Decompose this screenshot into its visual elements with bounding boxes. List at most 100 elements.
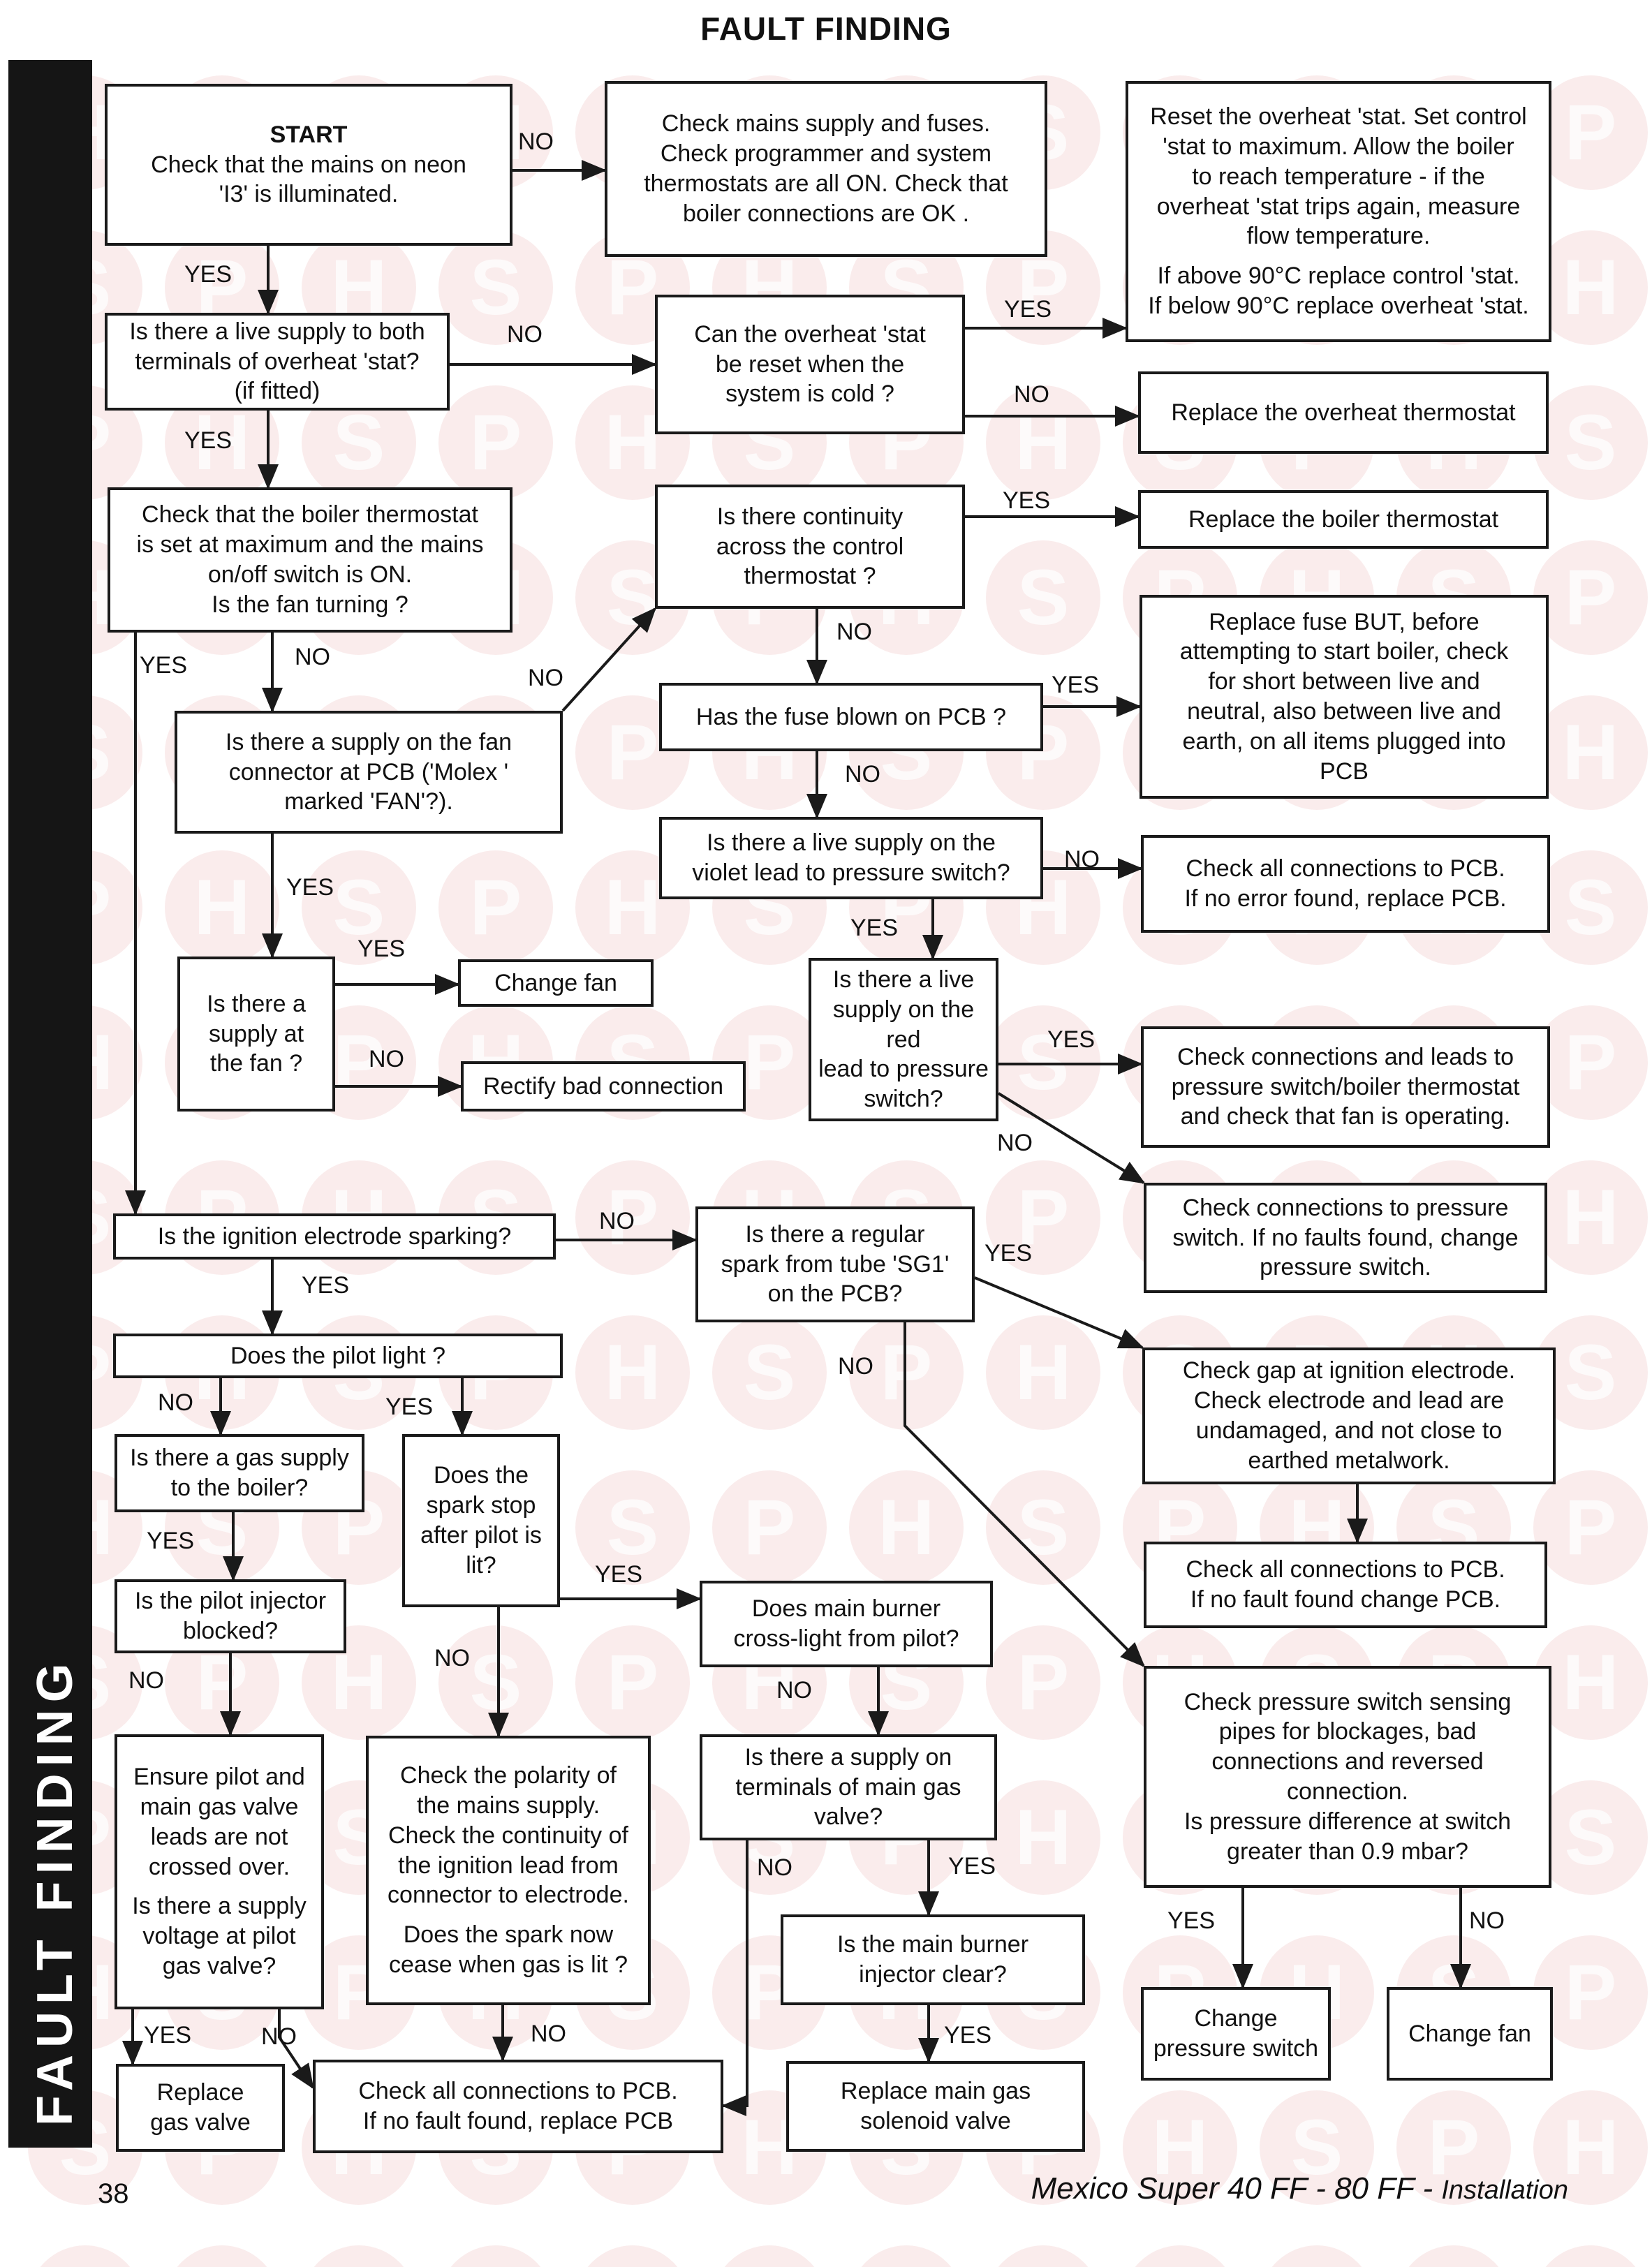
svg-text:P: P (59, 2259, 112, 2267)
node-change-pressure-switch: Change pressure switch (1141, 1987, 1331, 2081)
change-fan-2-text: Change fan (1408, 2020, 1531, 2047)
label-yes: YES (1047, 1026, 1096, 1053)
svg-text:H: H (605, 1329, 661, 1416)
pressure-pipes-text: Check pressure switch sensing pipes for … (1183, 1688, 1512, 1865)
label-yes: YES (1167, 1907, 1216, 1934)
connector-arrow (974, 1276, 1144, 1349)
svg-text:P: P (1565, 554, 1617, 641)
pilot-injector-text: Is the pilot injector blocked? (134, 1588, 327, 1644)
check-polarity-text: Check the polarity of the mains supply. … (388, 1762, 629, 1909)
red-lead-text: Is there a live supply on the red lead t… (818, 966, 989, 1113)
node-check-pcb-3: Check all connections to PCB. If no faul… (313, 2060, 723, 2153)
svg-text:P: P (880, 2259, 933, 2267)
label-no: NO (434, 1645, 470, 1671)
label-no: NO (295, 644, 330, 670)
ignition-sparking-text: Is the ignition electrode sparking? (157, 1223, 512, 1250)
node-check-gap: Check gap at ignition electrode. Check e… (1142, 1347, 1556, 1484)
node-ignition-sparking: Is the ignition electrode sparking? (113, 1213, 556, 1260)
node-pilot-injector: Is the pilot injector blocked? (115, 1579, 346, 1653)
node-supply-fan: Is there a supply at the fan ? (177, 957, 335, 1112)
node-fuse-blown: Has the fuse blown on PCB ? (659, 683, 1043, 751)
svg-text:P: P (1017, 1639, 1070, 1726)
cross-light-text: Does main burner cross-light from pilot? (733, 1595, 959, 1652)
svg-text:P: P (744, 1484, 796, 1571)
node-supply-terminals: Is there a supply on terminals of main g… (700, 1734, 997, 1840)
label-yes: YES (140, 652, 188, 679)
svg-text:P: P (333, 1019, 385, 1106)
svg-text:H: H (878, 1484, 935, 1571)
label-yes: YES (1003, 487, 1051, 514)
connector-arrow (561, 607, 657, 712)
svg-text:H: H (194, 399, 251, 486)
check-mains-text: Check mains supply and fuses. Check prog… (644, 110, 1008, 227)
svg-text:S: S (1565, 399, 1617, 486)
svg-text:S: S (1291, 2104, 1343, 2191)
live-overheat-text: Is there a live supply to both terminals… (129, 318, 425, 405)
svg-text:S: S (1565, 2259, 1617, 2267)
svg-text:H: H (1015, 1329, 1072, 1416)
svg-text:S: S (1565, 1794, 1617, 1881)
label-yes: YES (184, 261, 233, 288)
ensure-pilot-text: Ensure pilot and main gas valve leads ar… (133, 1764, 305, 1880)
svg-text:S: S (1017, 1019, 1070, 1106)
svg-text:H: H (194, 864, 251, 951)
connector-arrow (904, 1322, 1146, 1668)
node-regular-spark: Is there a regular spark from tube 'SG1'… (695, 1206, 975, 1322)
label-no: NO (776, 1677, 812, 1704)
svg-text:H: H (1563, 1174, 1619, 1261)
svg-text:H: H (1563, 1639, 1619, 1726)
footer-model: Mexico Super 40 FF - 80 FF (1031, 2171, 1415, 2206)
label-yes: YES (850, 915, 899, 941)
label-yes: YES (944, 2022, 992, 2048)
rectify-text: Rectify bad connection (483, 1072, 723, 1100)
node-pilot-light: Does the pilot light ? (113, 1334, 563, 1378)
label-no: NO (1014, 381, 1049, 408)
footer-separator: - (1414, 2171, 1442, 2206)
node-start: START Check that the mains on neon 'I3' … (105, 84, 512, 246)
check-pressure-conn-text: Check connections to pressure switch. If… (1172, 1194, 1519, 1281)
label-yes: YES (1052, 672, 1100, 698)
node-replace-fuse: Replace fuse BUT, before attempting to s… (1140, 595, 1549, 799)
label-yes: YES (302, 1272, 350, 1299)
svg-text:H: H (605, 2259, 661, 2267)
change-fan-1-text: Change fan (494, 969, 617, 996)
label-yes: YES (1004, 296, 1052, 323)
svg-text:P: P (470, 864, 522, 951)
side-label: FAULT FINDING (27, 1656, 83, 2126)
svg-text:S: S (607, 1484, 659, 1571)
label-no: NO (518, 128, 554, 155)
supply-terminals-text: Is there a supply on terminals of main g… (735, 1743, 961, 1831)
node-change-fan-2: Change fan (1387, 1987, 1553, 2081)
svg-text:P: P (607, 1174, 659, 1261)
node-gas-supply: Is there a gas supply to the boiler? (115, 1434, 364, 1512)
check-polarity-text-2: Does the spark now cease when gas is lit… (388, 1921, 628, 1979)
svg-text:S: S (470, 1639, 522, 1726)
svg-text:P: P (607, 709, 659, 796)
page-title: FAULT FINDING (700, 10, 952, 47)
node-check-pcb-2: Check all connections to PCB. If no faul… (1144, 1542, 1547, 1628)
node-continuity: Is there continuity across the control t… (655, 485, 965, 609)
side-bar (8, 60, 92, 2148)
svg-text:P: P (607, 244, 659, 331)
svg-text:P: P (1565, 1949, 1617, 2036)
label-yes: YES (385, 1394, 434, 1420)
node-replace-gas-valve: Replace gas valve (116, 2064, 285, 2152)
check-gap-text: Check gap at ignition electrode. Check e… (1182, 1357, 1516, 1474)
check-leads-text: Check connections and leads to pressure … (1171, 1043, 1520, 1130)
node-main-injector: Is the main burner injector clear? (781, 1914, 1085, 2005)
check-pcb-3-text: Check all connections to PCB. If no faul… (358, 2078, 678, 2134)
node-check-pressure-conn: Check connections to pressure switch. If… (1144, 1183, 1547, 1293)
svg-text:H: H (1015, 2259, 1072, 2267)
replace-boiler-stat-text: Replace the boiler thermostat (1188, 505, 1499, 533)
node-red-lead: Is there a live supply on the red lead t… (809, 958, 998, 1121)
svg-text:P: P (1291, 2259, 1343, 2267)
svg-text:H: H (1563, 2104, 1619, 2191)
label-yes: YES (184, 427, 233, 454)
node-check-pcb-1: Check all connections to PCB. If no erro… (1141, 835, 1550, 933)
label-yes: YES (948, 1853, 996, 1880)
svg-text:S: S (333, 864, 385, 951)
node-boiler-thermostat: Check that the boiler thermostat is set … (108, 487, 512, 633)
page-number: 38 (98, 2178, 129, 2209)
label-no: NO (757, 1854, 792, 1881)
svg-text:H: H (1563, 709, 1619, 796)
